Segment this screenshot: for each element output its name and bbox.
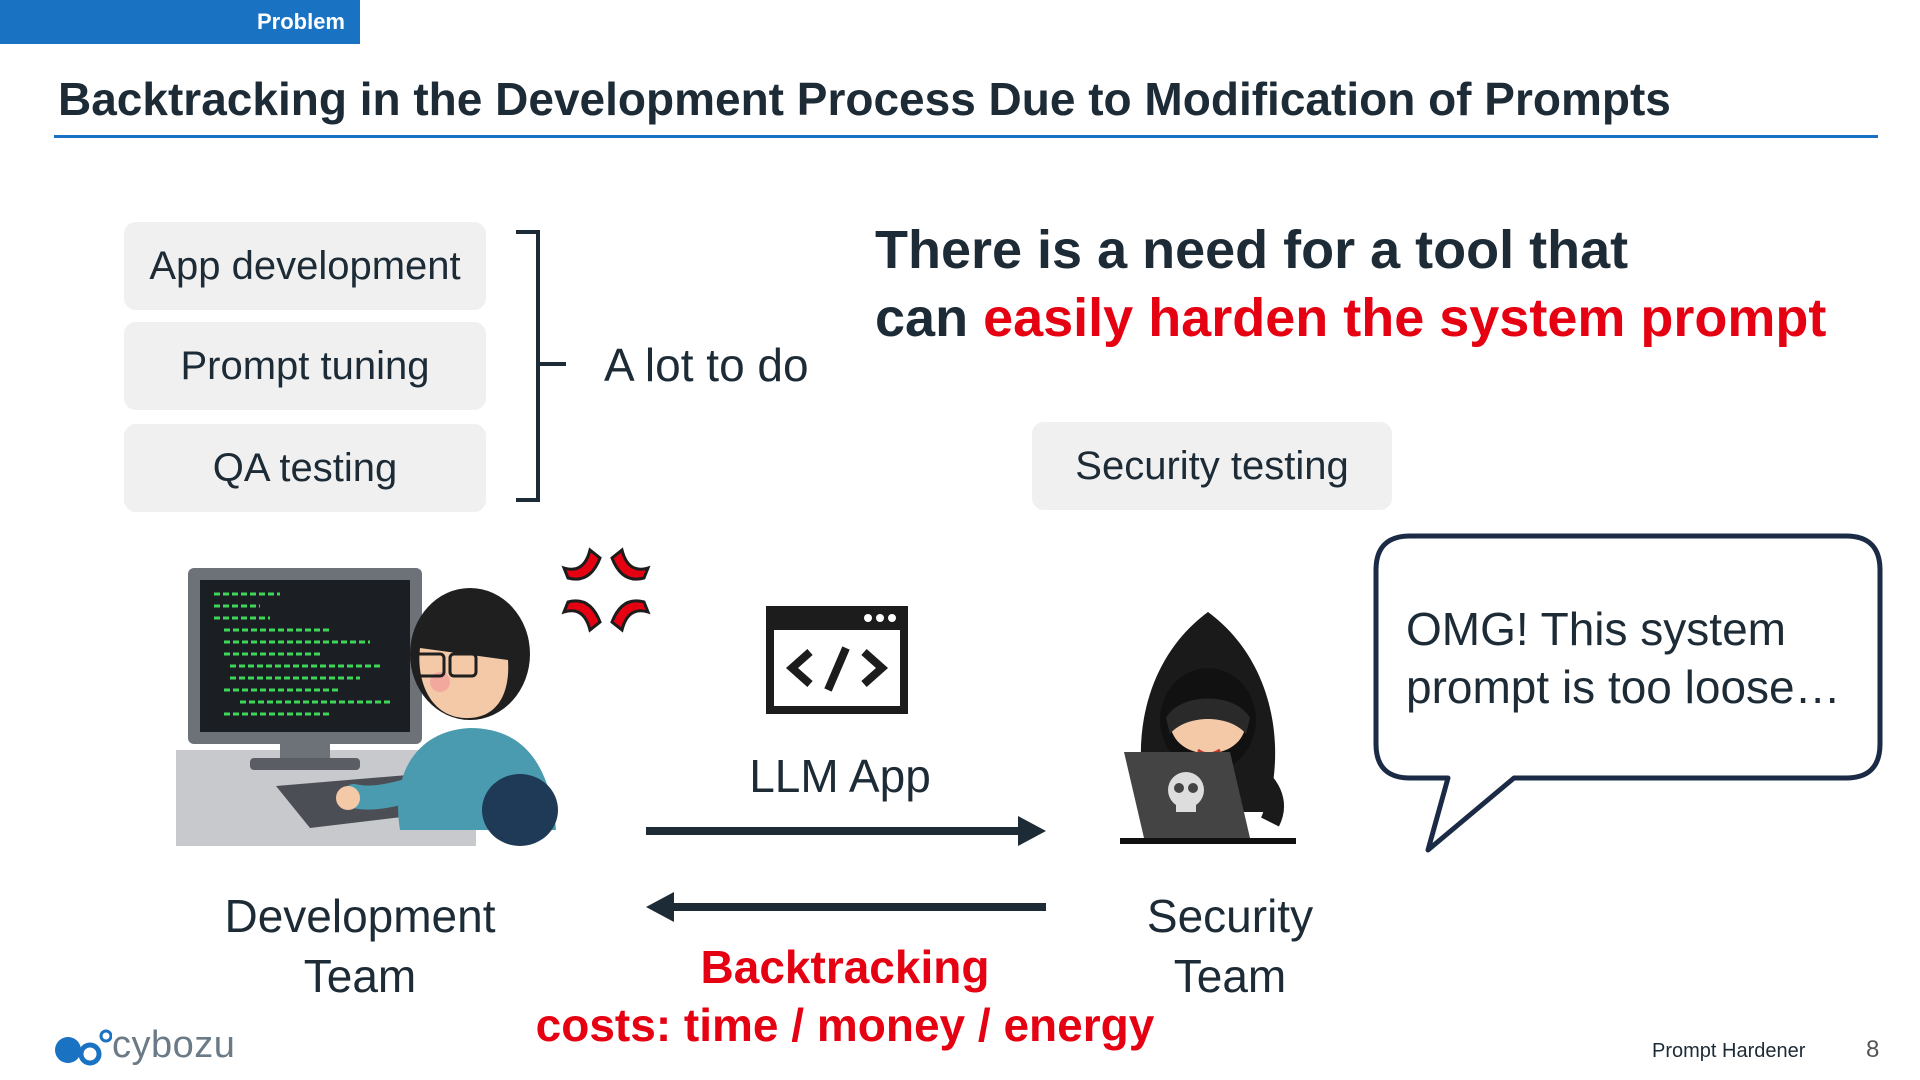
page-number: 8 [1866,1036,1880,1063]
bubble-text: OMG! This system prompt is too loose… [1406,600,1841,716]
dev-team-label: Development Team [190,886,530,1006]
backtracking-note: Backtracking costs: time / money / energ… [520,938,1170,1054]
task-summary: A lot to do [604,339,809,391]
code-window-icon [766,606,908,714]
need-line2-prefix: can [875,288,984,348]
developer-illustration [176,568,558,846]
anger-icon [561,547,651,633]
task-security-testing: Security testing [1032,422,1392,510]
dev-team-line1: Development [224,890,496,942]
task-prompt-tuning: Prompt tuning [124,322,486,410]
task-app-development: App development [124,222,486,310]
task-qa-testing: QA testing [124,424,486,512]
section-tag: Problem [0,0,360,44]
sec-team-line2: Team [1173,950,1287,1002]
footer-product-name: Prompt Hardener [1652,1040,1806,1062]
sec-team-line1: Security [1146,890,1314,942]
brace-icon [516,230,566,502]
need-statement: There is a need for a tool that can easi… [875,216,1826,352]
need-line1: There is a need for a tool that [875,220,1629,280]
skull-icon [1168,772,1204,812]
bubble-line2: prompt is too loose… [1406,661,1841,713]
hacker-illustration [1120,612,1296,844]
bubble-line1: OMG! This system [1406,603,1786,655]
need-line2: can easily harden the system prompt [875,284,1826,352]
sec-team-label: Security Team [1090,886,1370,1006]
backtracking-line1: Backtracking [700,941,990,993]
arrow-left-icon [646,892,1046,922]
speech-bubble [1373,533,1883,853]
cybozu-logo-icon [55,1029,112,1066]
app-label: LLM App [749,750,931,802]
cybozu-logo-text: cybozu [112,1024,236,1066]
arrow-right-icon [646,816,1046,846]
backtracking-line2: costs: time / money / energy [535,999,1155,1051]
title-underline [54,135,1878,138]
dev-team-line2: Team [303,950,417,1002]
page-title: Backtracking in the Development Process … [58,73,1671,125]
need-highlight: easily harden the system prompt [983,288,1827,348]
